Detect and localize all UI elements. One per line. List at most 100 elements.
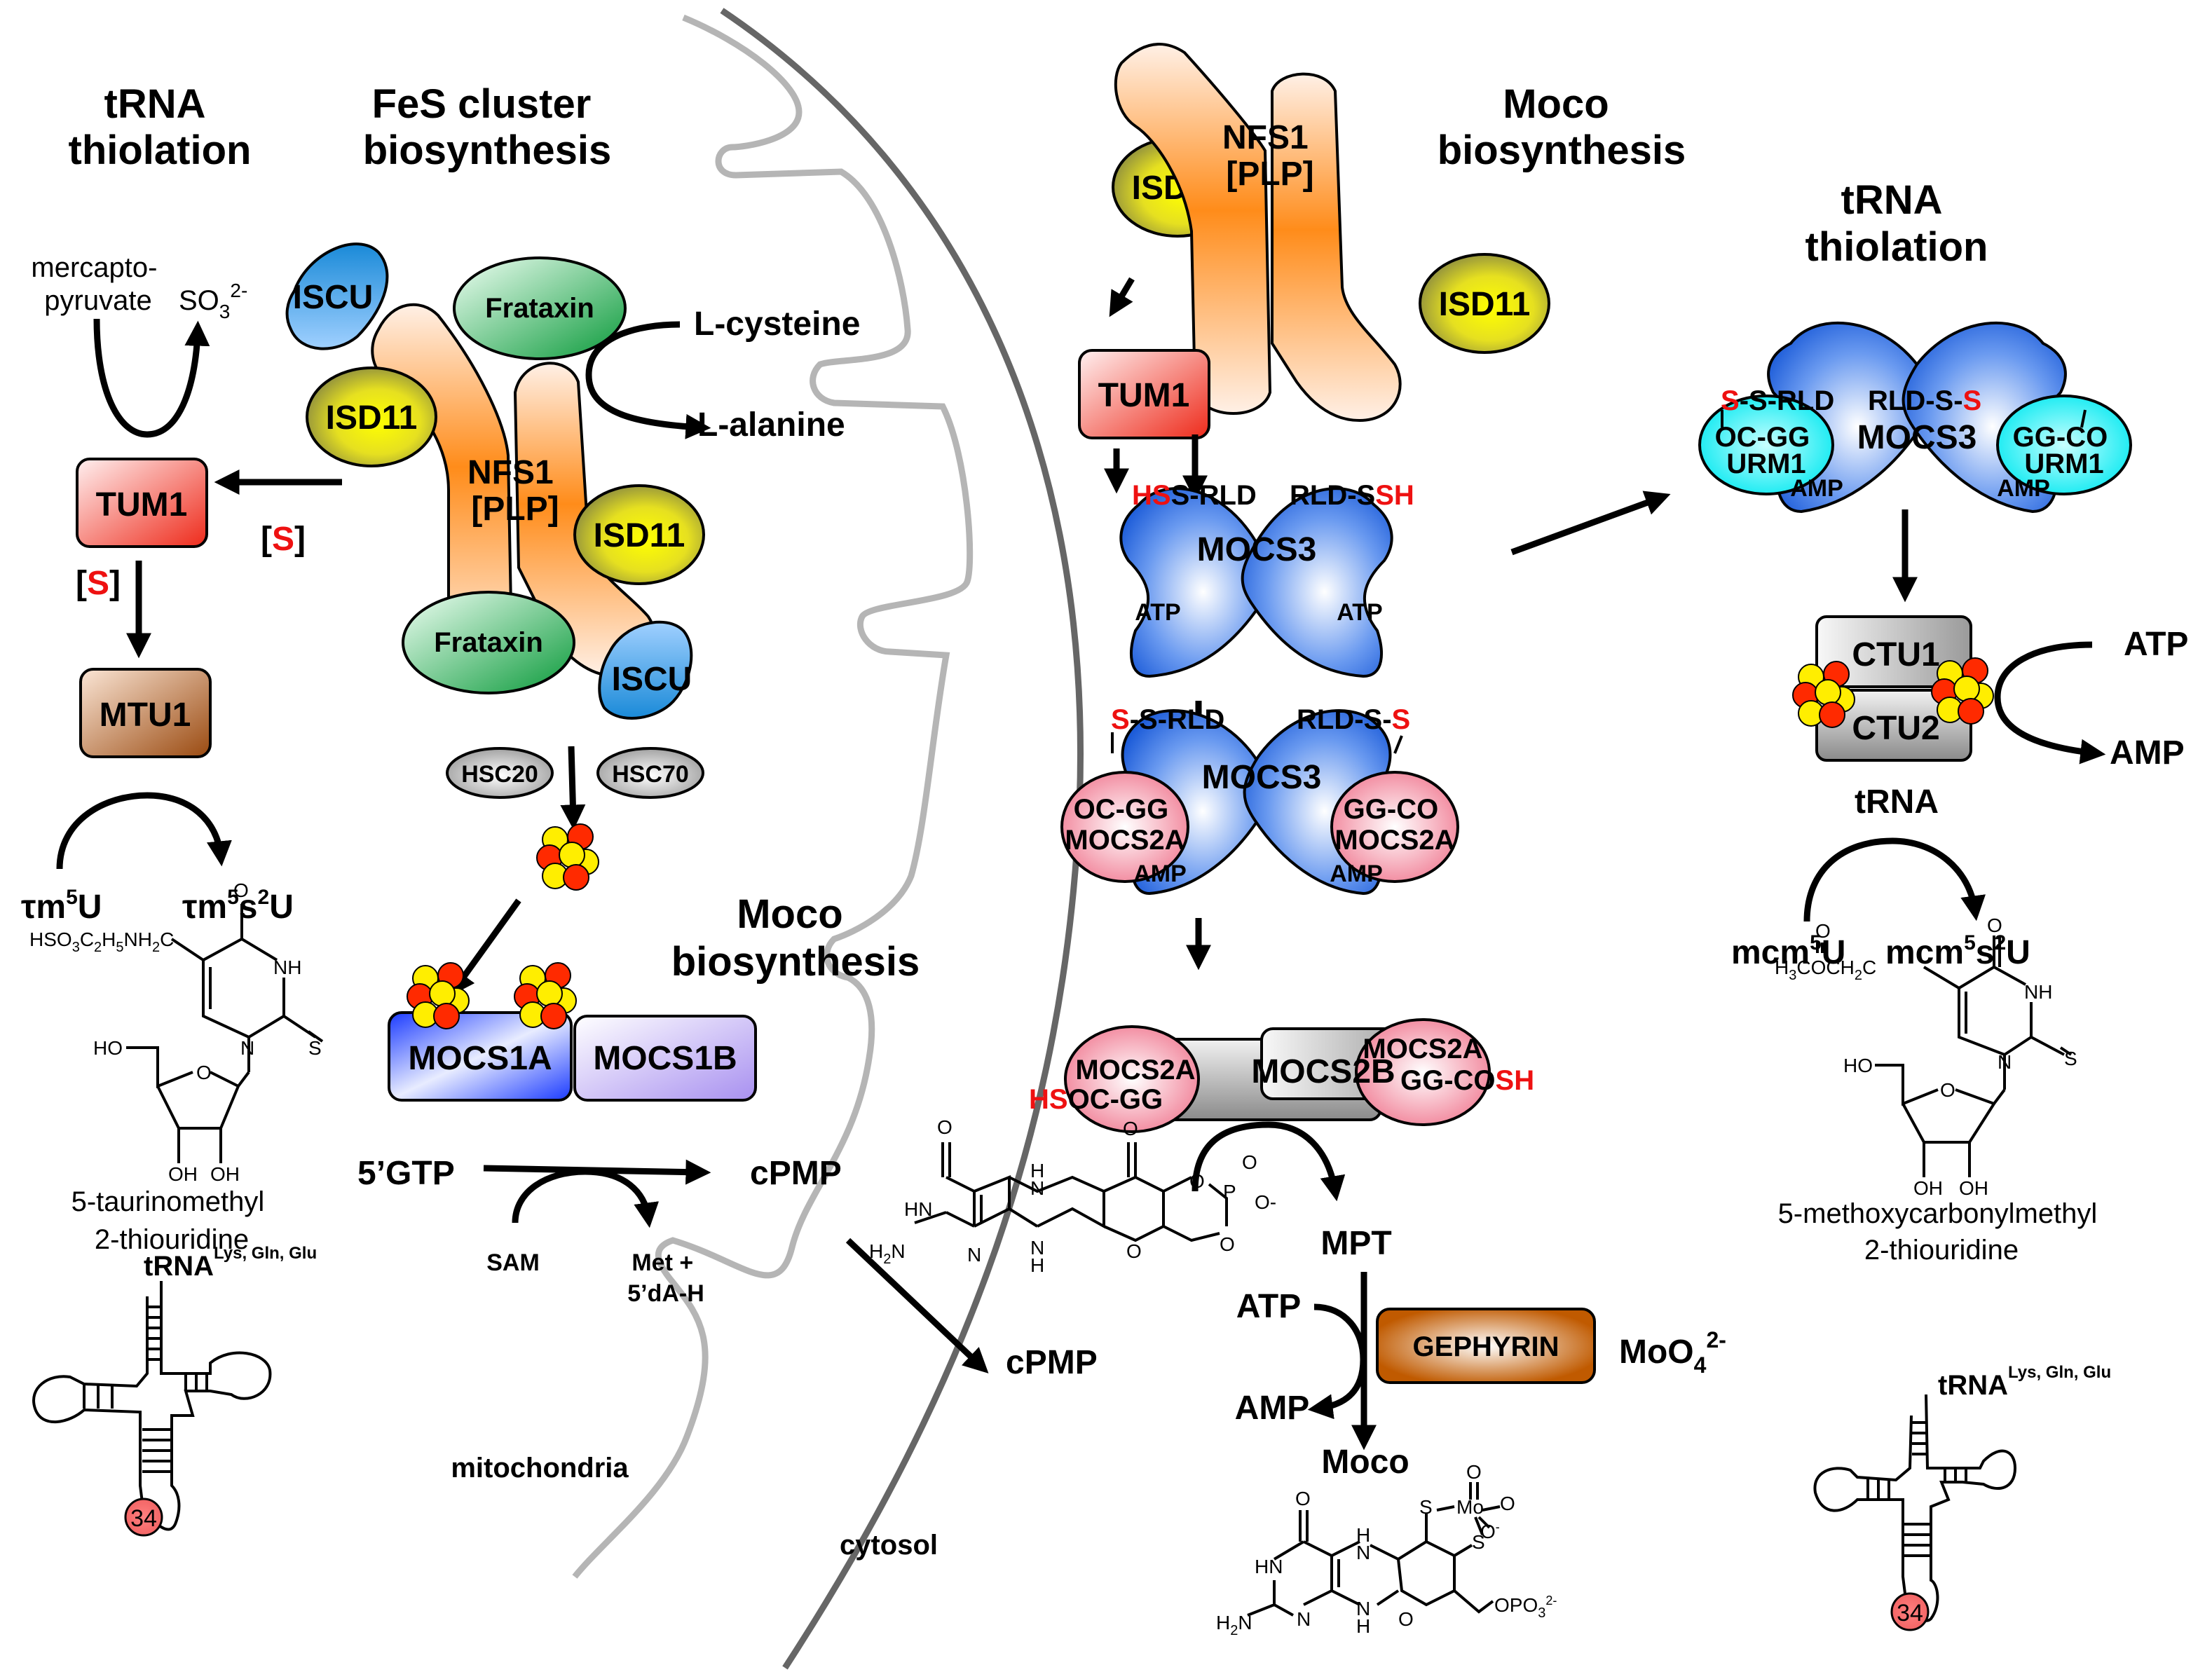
nfs1-to-cluster-arrow — [560, 746, 586, 830]
mocs3-2-right-top: RLD-S-S — [1297, 704, 1410, 735]
tum1-box-left — [76, 458, 208, 548]
moco-n-top: N — [1356, 1542, 1370, 1563]
persulfide-left-label: HSS-RLD — [1132, 480, 1257, 511]
mcm-nh: NH — [2024, 981, 2052, 1003]
mocs3-dimer-persulfide — [1119, 487, 1393, 678]
mcm-arc-arrow — [1803, 837, 1986, 922]
isd11-fes-left — [306, 366, 437, 467]
moco-s1: S — [1419, 1496, 1433, 1518]
mocs3-urm1-complex — [1698, 321, 2132, 514]
molybdate-label: MoO42- — [1619, 1327, 1726, 1378]
cluster-to-mocs1a-arrow — [449, 898, 521, 996]
urm1-left-top: S-S-RLD — [1721, 385, 1834, 416]
cpmp-o2: O — [1123, 1118, 1138, 1139]
mocs2a-left-bound — [1064, 1025, 1200, 1133]
nfs1-cyto-monomer-right — [1271, 72, 1402, 423]
nfs1-cyto-label: NFS1 [PLP] — [1222, 119, 1318, 193]
sulfur-label-2: [S] — [76, 565, 121, 602]
atp-lobe-left: ATP — [1135, 599, 1180, 626]
sulfite-label: SO32- — [179, 280, 247, 322]
mocs2a-right-text: GG-CO MOCS2A — [1334, 794, 1454, 856]
mocs1a-label: MOCS1A — [408, 1040, 552, 1077]
iscu-bottom-label: ISCU — [612, 661, 692, 698]
cpmp-p: P — [1223, 1181, 1236, 1202]
isd11-fes-right — [573, 484, 705, 585]
mcm-o: O — [1987, 914, 2002, 936]
frataxin-bottom — [402, 591, 575, 694]
moco-s2: S — [1472, 1531, 1485, 1553]
mcm-oh1: OH — [1913, 1177, 1943, 1199]
mocs2a-right — [1330, 771, 1459, 883]
right-trna-thiolation: S-S-RLD RLD-S-S OC-GG URM1 GG-CO URM1 MO… — [1698, 321, 2188, 1631]
mcm-carbonyl-o: O — [1815, 920, 1831, 942]
urm1-right-text: GG-CO URM1 — [2013, 422, 2116, 479]
mcm-oh2: OH — [1959, 1177, 1988, 1199]
title-trna-thiolation-left: tRNA thiolation — [69, 81, 252, 173]
atom-nh: NH — [273, 957, 301, 978]
l-alanine-label: L-alanine — [697, 406, 845, 444]
sam-arc-arrow — [512, 1168, 660, 1228]
moco-h2n: H2N — [1216, 1612, 1252, 1638]
taurinomethyl-substituent: HSO3C2H5NH2C — [29, 928, 174, 955]
amp-lobe-right: AMP — [1330, 861, 1383, 887]
mcm-s: S — [2064, 1048, 2077, 1069]
hsc70-label: HSC70 — [612, 761, 689, 788]
atom-n: N — [240, 1037, 254, 1059]
isd11-to-tum1-arrow — [1109, 277, 1135, 317]
anticodon-34-left-label: 34 — [130, 1505, 157, 1532]
amp-lobe-left: AMP — [1133, 861, 1187, 887]
isd11-fes-left-label: ISD11 — [326, 399, 418, 437]
trna-label-right: tRNALys, Gln, Glu — [1938, 1363, 2111, 1401]
moco-o1: O — [1295, 1488, 1311, 1509]
cysteine-arc-arrow — [585, 321, 711, 439]
cpmp-nh-top: H — [1030, 1160, 1044, 1181]
trna-label-left: tRNALys, Gln, Glu — [144, 1244, 317, 1282]
iscu-bottom — [598, 620, 693, 720]
mpt-label: MPT — [1320, 1225, 1391, 1262]
atom-oh2: OH — [210, 1163, 240, 1185]
moco-hn: HN — [1255, 1556, 1283, 1577]
cpmp-to-mpt-arc — [1192, 1121, 1346, 1202]
ctu1-box — [1815, 615, 1972, 688]
moco-o-right: O — [1500, 1493, 1515, 1514]
gephyrin-box — [1376, 1308, 1596, 1384]
sulfur-label-1: [S] — [261, 521, 306, 558]
hsc20-label: HSC20 — [461, 761, 538, 788]
mcm-thiouridine-name: 5-methoxycarbonylmethyl 2-thiouridine — [1778, 1198, 2105, 1266]
mocs3-lobe-right — [1241, 487, 1393, 678]
mocs2-complex — [1064, 1018, 1491, 1133]
mocs3-label-3: MOCS3 — [1857, 419, 1977, 456]
urm1-bond-right — [2080, 409, 2087, 428]
mcm-ring-o: O — [1940, 1079, 1955, 1101]
iscu-top-label: ISCU — [293, 279, 374, 316]
fes-cluster-complex: NFS1 [PLP] ISCU Frataxin ISD11 ISD11 Fra… — [285, 242, 860, 996]
nfs1-label-fes: NFS1 [PLP] — [467, 454, 563, 528]
mocs3-label-2: MOCS3 — [1202, 759, 1322, 796]
isd11-fes-right-label: ISD11 — [594, 517, 685, 554]
gephyrin-label: GEPHYRIN — [1413, 1331, 1559, 1362]
anticodon-34-left — [124, 1498, 163, 1537]
hsc20 — [446, 747, 554, 799]
title-moco-biosynthesis-mito: Moco biosynthesis — [671, 891, 920, 985]
cpmp-n-top: N — [1030, 1177, 1044, 1199]
urm1-left-text: OC-GG URM1 — [1715, 422, 1818, 479]
mcm-ho: HO — [1843, 1055, 1873, 1076]
amp-lobe-left-3: AMP — [1790, 475, 1843, 502]
ctu-amp-label: AMP — [2110, 734, 2185, 772]
cpmp-nh-bot: H — [1030, 1254, 1044, 1276]
mocs2a-left-text: OC-GG MOCS2A — [1065, 794, 1184, 856]
moco-structure: O HN H2N N H N N H O S S Mo O O O- OPO32… — [1216, 1461, 1557, 1638]
urm1-right-top: RLD-S-S — [1868, 385, 1981, 416]
left-trna-thiolation: mercapto- pyruvate SO32- TUM1 [S] [S] MT… — [21, 252, 342, 1537]
cpmp-n: N — [967, 1244, 981, 1266]
mcm5s2u-label: mcm5s2U — [1885, 931, 2030, 971]
mercaptopyruvate-label: mercapto- pyruvate — [31, 252, 165, 316]
nfs1-cyto-monomer-left — [1114, 43, 1272, 415]
mocs2a-left — [1060, 771, 1189, 883]
frataxin-top — [453, 256, 627, 360]
moco-o-ring: O — [1398, 1608, 1414, 1630]
mtu1-label: MTU1 — [100, 697, 191, 734]
tum1-label-left: TUM1 — [96, 486, 188, 523]
mocs1b-box — [573, 1015, 757, 1102]
tum1-box-cyto — [1078, 349, 1210, 439]
